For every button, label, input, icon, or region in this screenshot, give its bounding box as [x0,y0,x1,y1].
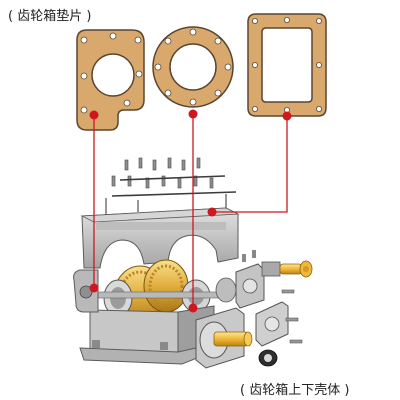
upper-housing [80,207,240,269]
housing-caption: ( 齿轮箱上下壳体 ) [240,383,350,398]
leader-dots [89,109,292,313]
cover-bolts [111,157,214,189]
gasket-caption: ( 齿轮箱垫片 ) [8,9,92,24]
gasket-round [152,26,234,108]
input-shaft-assembly [215,250,313,309]
output-shaft-assembly [195,307,253,369]
gasket-keyhole [76,29,145,131]
gasket-rectangular [247,13,327,117]
bearing-covers [255,289,303,367]
flat-gasket-plates [111,175,237,197]
leader-lines [93,114,288,308]
